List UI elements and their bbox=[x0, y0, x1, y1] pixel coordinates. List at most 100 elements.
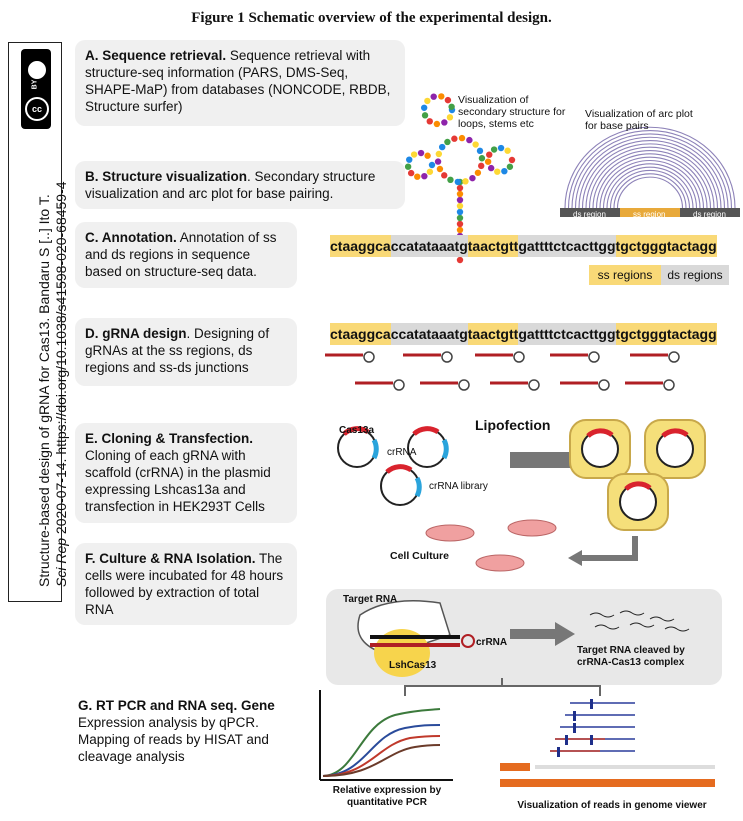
rna-nucleotide-bead bbox=[424, 152, 431, 159]
rna-nucleotide-bead bbox=[451, 135, 458, 142]
lshcas13-shape bbox=[374, 629, 430, 677]
rna-nucleotide-bead bbox=[406, 156, 413, 163]
cleaved-label: Target RNA cleaved by crRNA-Cas13 comple… bbox=[577, 645, 685, 668]
base-pair-arc bbox=[564, 126, 736, 209]
genome-viewer bbox=[500, 699, 715, 787]
step-e-box: E. Cloning & Transfection. Cloning of ea… bbox=[75, 423, 297, 523]
plasmid-1 bbox=[337, 426, 379, 468]
qpcr-curve-red bbox=[322, 735, 441, 777]
rna-nucleotide-bead bbox=[417, 149, 425, 157]
arc-ss-bar bbox=[620, 208, 680, 217]
crrna-library-label: crRNA library bbox=[429, 481, 488, 492]
rna-nucleotide-bead bbox=[469, 174, 476, 182]
rna-nucleotide-bead bbox=[426, 118, 433, 125]
arc-ds-region-right: ds region bbox=[693, 210, 726, 219]
legend-ds-regions: ds regions bbox=[661, 265, 729, 285]
base-pair-arc bbox=[588, 149, 712, 209]
grna-hairpin bbox=[490, 379, 540, 391]
rna-nucleotide-bead bbox=[441, 172, 448, 179]
rna-nucleotide-bead bbox=[478, 155, 486, 162]
transfected-cell-2 bbox=[644, 419, 706, 479]
transfected-cell-1 bbox=[569, 419, 631, 479]
rna-nucleotide-bead bbox=[472, 141, 479, 148]
lshcas13-label: LshCas13 bbox=[389, 660, 437, 671]
grna-hairpin bbox=[560, 379, 610, 391]
rna-nucleotide-bead bbox=[456, 196, 464, 204]
rna-nucleotide-bead bbox=[478, 162, 485, 170]
sequence-segment: gattttctcacttgg bbox=[518, 235, 616, 257]
qpcr-curve-brown bbox=[322, 744, 441, 777]
base-pair-arc bbox=[613, 173, 687, 209]
rna-nucleotide-bead bbox=[404, 163, 412, 170]
rna-nucleotide-bead bbox=[420, 104, 428, 111]
qpcr-label: Relative expression by quantitative PCR bbox=[332, 785, 442, 808]
grna-hairpin bbox=[630, 351, 680, 363]
lipofection-arrow bbox=[510, 442, 620, 478]
step-f-box: F. Culture & RNA Isolation. The cells we… bbox=[75, 543, 297, 625]
step-a-text: Sequence retrieval with structure-seq in… bbox=[85, 48, 391, 114]
rna-nucleotide-bead bbox=[456, 208, 464, 216]
step-d-title: D. gRNA design bbox=[85, 326, 187, 341]
rna-nucleotide-bead bbox=[466, 136, 473, 144]
cleavage-diagram bbox=[357, 599, 690, 677]
base-pair-arc bbox=[571, 133, 729, 209]
rna-nucleotide-bead bbox=[410, 151, 418, 158]
arc-plot bbox=[560, 126, 740, 217]
base-pair-arc bbox=[567, 130, 733, 209]
grna-design-sequence: ctaaggcaccatataaatgtaactgttgattttctcactt… bbox=[330, 323, 728, 345]
citation-date: 2020-07-14. bbox=[53, 454, 69, 538]
secondary-structure-diagram bbox=[404, 93, 516, 264]
sequence-segment: tgctgggtactagg bbox=[615, 235, 717, 257]
step-d-text: . Designing of gRNAs at the ss regions, … bbox=[85, 326, 270, 375]
step-c-text: Annotation of ss and ds regions in seque… bbox=[85, 230, 277, 279]
citation-box: BY cc Structure-based design of gRNA for… bbox=[8, 42, 69, 602]
secondary-structure-label: Visualization of secondary structure for… bbox=[458, 94, 566, 130]
step-g-text: Expression analysis by qPCR. Mapping of … bbox=[78, 715, 269, 764]
arc-ss-region: ss region bbox=[633, 210, 666, 219]
step-b-box: B. Structure visualization. Secondary st… bbox=[75, 161, 405, 209]
rna-nucleotide-bead bbox=[426, 168, 434, 175]
rna-nucleotide-bead bbox=[430, 93, 437, 100]
sequence-segment: taactgtt bbox=[467, 235, 519, 257]
base-pair-arc bbox=[585, 146, 715, 209]
rna-nucleotide-bead bbox=[462, 178, 469, 185]
annotated-sequence: ctaaggcaccatataaatgtaactgttgattttctcactt… bbox=[330, 235, 728, 257]
citation-line-1: Structure-based design of gRNA for Cas13… bbox=[36, 194, 52, 587]
base-pair-arc bbox=[581, 143, 719, 209]
base-pair-arc bbox=[574, 136, 726, 209]
step-a-title: A. Sequence retrieval. bbox=[85, 48, 227, 63]
rna-nucleotide-bead bbox=[421, 112, 429, 119]
rna-nucleotide-bead bbox=[474, 169, 482, 176]
base-pair-arc bbox=[602, 163, 698, 209]
rna-nucleotide-bead bbox=[506, 163, 514, 170]
rna-nucleotide-bead bbox=[476, 147, 484, 155]
cloning-transfection-diagram bbox=[337, 419, 706, 572]
citation-doi-link[interactable]: https://doi.org/10.1038/s41598-020-68459… bbox=[53, 181, 69, 455]
qpcr-curve-green bbox=[322, 708, 441, 777]
rna-nucleotide-bead bbox=[487, 164, 495, 172]
base-pair-arc bbox=[592, 153, 708, 209]
rna-nucleotide-bead bbox=[441, 119, 448, 126]
sequence-segment: ctaaggca bbox=[330, 235, 391, 257]
rna-nucleotide-bead bbox=[504, 147, 511, 154]
grna-hairpin bbox=[475, 351, 525, 363]
step-e-title: E. Cloning & Transfection. bbox=[85, 431, 254, 446]
plasmid-2 bbox=[407, 426, 449, 468]
step-b-text: . Secondary structure visualization and … bbox=[85, 169, 376, 201]
grna-hairpin bbox=[403, 351, 453, 363]
culture-dish-1 bbox=[425, 524, 475, 542]
by-label: BY bbox=[31, 79, 39, 90]
base-pair-arc bbox=[616, 176, 684, 209]
step-g-text-block: G. RT PCR and RNA seq. Gene Expression a… bbox=[78, 697, 288, 765]
rna-nucleotide-bead bbox=[458, 134, 466, 142]
rna-nucleotide-bead bbox=[428, 161, 436, 169]
step-d-box: D. gRNA design. Designing of gRNAs at th… bbox=[75, 318, 297, 386]
culture-dish-3 bbox=[475, 554, 525, 572]
rna-nucleotide-bead bbox=[456, 256, 464, 264]
rna-nucleotide-bead bbox=[501, 167, 508, 175]
citation-line-2: Sci Rep 2020-07-14. https://doi.org/10.1… bbox=[53, 181, 70, 587]
rna-nucleotide-bead bbox=[444, 96, 452, 104]
culture-dish-2 bbox=[507, 519, 557, 537]
cc-label: cc bbox=[25, 97, 49, 121]
grna-hairpin bbox=[550, 351, 600, 363]
